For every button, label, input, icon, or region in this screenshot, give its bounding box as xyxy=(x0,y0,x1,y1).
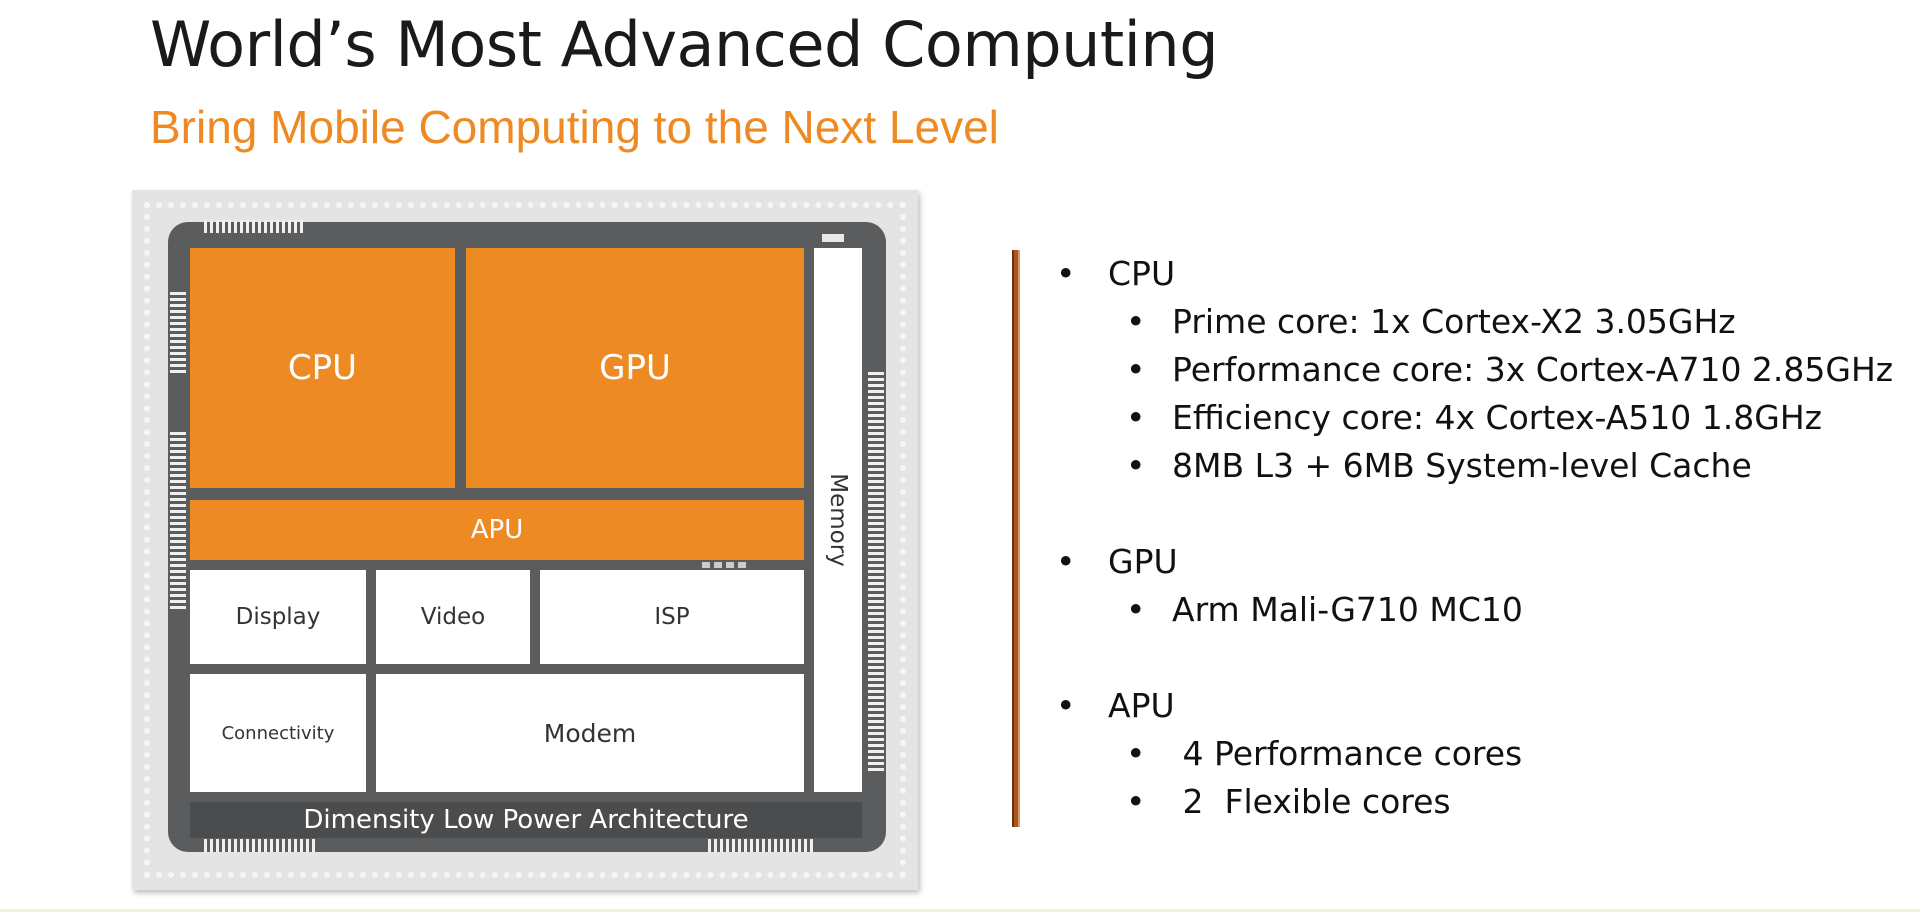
spec-item: Performance core: 3x Cortex-A710 2.85GHz xyxy=(1050,346,1910,394)
top-pins-left xyxy=(204,220,303,233)
cpu-block: CPU xyxy=(190,248,455,488)
spec-heading: GPU xyxy=(1050,538,1910,586)
apu-notch xyxy=(702,562,746,568)
spec-item: Arm Mali-G710 MC10 xyxy=(1050,586,1910,634)
memory-label: Memory xyxy=(825,473,852,567)
connectivity-block: Connectivity xyxy=(190,674,366,792)
low-power-architecture-bar: Dimensity Low Power Architecture xyxy=(190,802,862,838)
bottom-pins-left xyxy=(204,839,315,852)
left-pins-middle xyxy=(170,432,186,609)
memory-block: Memory xyxy=(814,248,862,792)
slide-subtitle: Bring Mobile Computing to the Next Level xyxy=(150,101,999,153)
spec-item: 2 Flexible cores xyxy=(1050,778,1910,826)
chip-diagram: CPU GPU APU Display Video ISP Connectivi… xyxy=(132,190,918,890)
bottom-rule xyxy=(0,909,1920,912)
spec-group-gpu: GPU Arm Mali-G710 MC10 xyxy=(1050,538,1910,634)
slide-title: World’s Most Advanced Computing xyxy=(150,8,1219,81)
spec-heading: CPU xyxy=(1050,250,1910,298)
left-pins-top xyxy=(170,292,186,373)
spec-group-apu: APU 4 Performance cores 2 Flexible cores xyxy=(1050,682,1910,826)
spec-item: 8MB L3 + 6MB System-level Cache xyxy=(1050,442,1910,490)
memory-connector xyxy=(822,234,844,242)
isp-block: ISP xyxy=(540,570,804,664)
spec-item: 4 Performance cores xyxy=(1050,730,1910,778)
spec-item: Prime core: 1x Cortex-X2 3.05GHz xyxy=(1050,298,1910,346)
spec-list: CPU Prime core: 1x Cortex-X2 3.05GHz Per… xyxy=(1050,250,1910,826)
modem-block: Modem xyxy=(376,674,804,792)
vertical-divider xyxy=(1012,250,1020,827)
spec-group-cpu: CPU Prime core: 1x Cortex-X2 3.05GHz Per… xyxy=(1050,250,1910,490)
display-block: Display xyxy=(190,570,366,664)
chip-body: CPU GPU APU Display Video ISP Connectivi… xyxy=(168,220,886,852)
gpu-block: GPU xyxy=(466,248,804,488)
video-block: Video xyxy=(376,570,530,664)
right-pins xyxy=(868,372,884,771)
bottom-pins-right xyxy=(708,839,813,852)
spec-item: Efficiency core: 4x Cortex-A510 1.8GHz xyxy=(1050,394,1910,442)
chip-frame-border xyxy=(144,202,906,878)
apu-block: APU xyxy=(190,500,804,560)
spec-heading: APU xyxy=(1050,682,1910,730)
